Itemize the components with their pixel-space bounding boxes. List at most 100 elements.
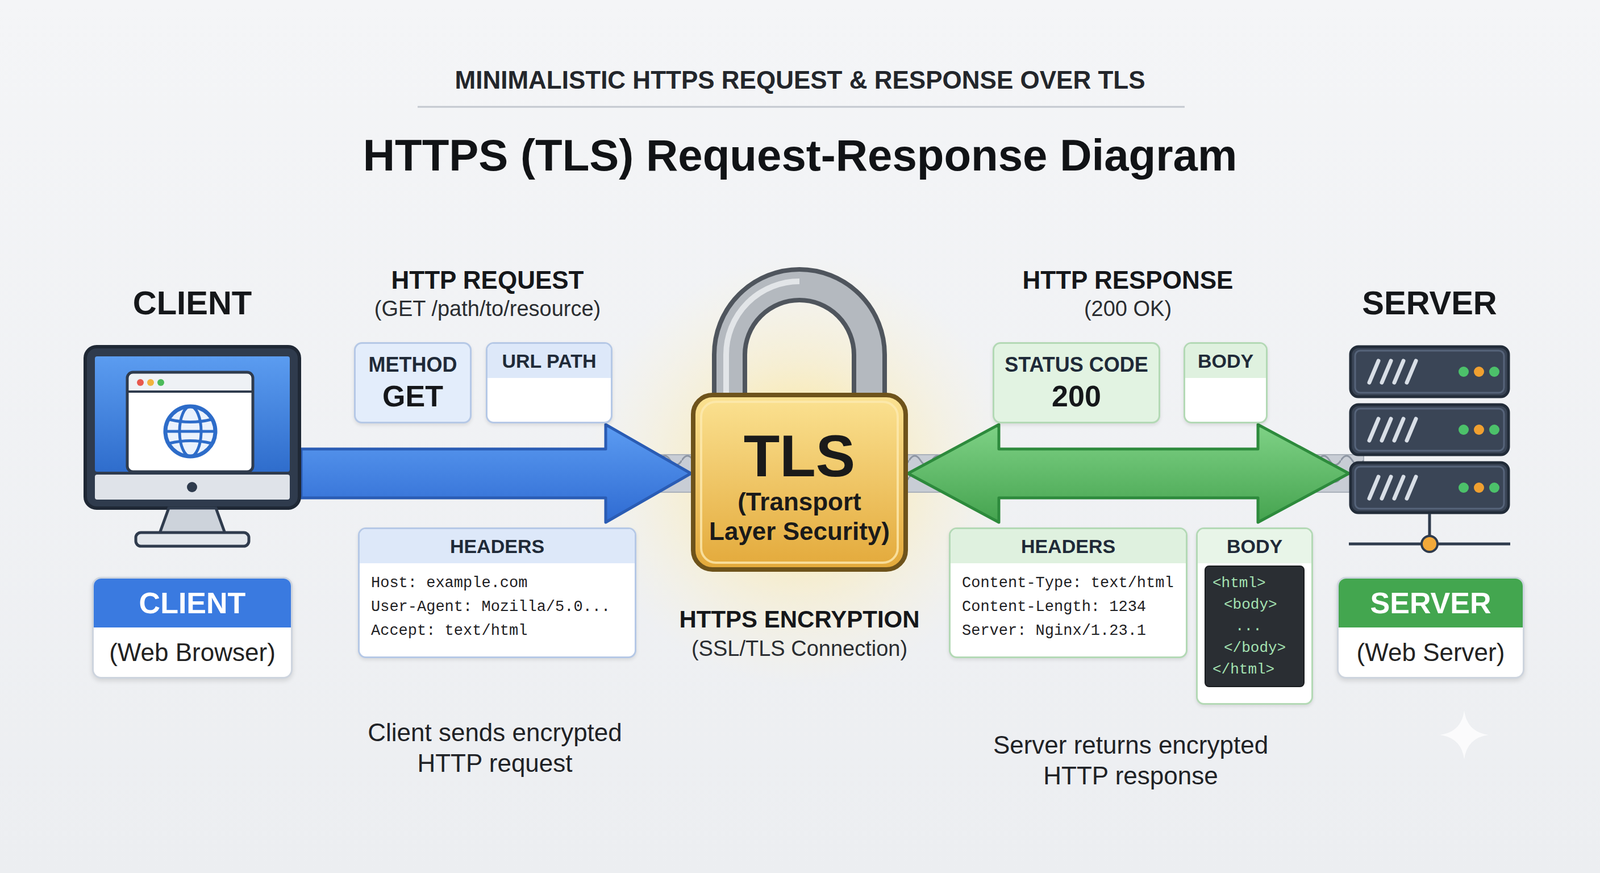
server-led [1489, 424, 1500, 435]
field-name: STATUS CODE [1004, 352, 1149, 377]
badge-title: SERVER [1370, 585, 1492, 620]
monitor-dot [186, 481, 198, 493]
caption-label: (200 OK) [957, 296, 1299, 322]
card-title: HEADERS [450, 535, 545, 558]
server-led [1458, 424, 1469, 435]
card-header: HEADERS [359, 528, 635, 564]
card-body [487, 377, 611, 394]
node-pic: SERVER [1348, 344, 1511, 557]
code-line: <html> [1212, 572, 1297, 594]
server-led [1473, 424, 1485, 435]
server-vent [1369, 360, 1379, 383]
server-unit [1350, 346, 1509, 397]
server-led [1489, 366, 1500, 377]
code-line: </html> [1212, 658, 1297, 681]
badge-subtitle: (Web Browser) [109, 638, 276, 667]
field-name: METHOD [368, 352, 458, 377]
card-title: HEADERS [1021, 535, 1116, 558]
node-badge: CLIENT(Web Browser) [92, 576, 293, 679]
server-vent [1381, 418, 1391, 441]
server-vent [1406, 418, 1416, 441]
server-vent [1406, 476, 1416, 499]
browser-dot [157, 378, 165, 386]
badge-subtitle: (Web Server) [1356, 638, 1506, 667]
network-node [1421, 535, 1438, 552]
code-line: <body> [1212, 593, 1297, 616]
server-unit [1350, 462, 1509, 513]
node-pill: STATUS CODE200 [992, 342, 1161, 424]
server-vent [1369, 418, 1379, 441]
lock-body-rim [701, 401, 898, 563]
flow-arrow [301, 424, 691, 523]
caption-label: HTTPS ENCRYPTION [628, 605, 970, 633]
node-heading: CLIENT [49, 283, 336, 322]
lock-body [693, 394, 906, 570]
server-vent [1394, 360, 1404, 383]
badge-body: (Web Server) [1338, 627, 1523, 677]
sparkle-mark [1439, 710, 1489, 760]
server-vent [1394, 476, 1404, 499]
code-block: <html><body>...</body></html> [1204, 565, 1305, 687]
caption-label: Server returns encrypted HTTP response [977, 729, 1285, 791]
header-line: Content-Length: 1234 [961, 594, 1175, 619]
header-line: User-Agent: Mozilla/5.0... [371, 594, 624, 619]
header-line: Host: example.com [371, 571, 624, 595]
monitor-frame [85, 346, 300, 508]
server-unit-edge [1355, 408, 1504, 451]
node-heading: SERVER [1314, 283, 1545, 322]
server-vent [1394, 418, 1404, 441]
node-illustration [83, 344, 302, 550]
diagram-title: HTTPS (TLS) Request-Response Diagram [175, 129, 1425, 182]
badge-body: (Web Browser) [93, 627, 291, 677]
card-title: BODY [1226, 535, 1283, 558]
caption-label: (GET /path/to/resource) [317, 296, 658, 322]
browser-window [127, 372, 253, 472]
node-card: HEADERS Content-Type: text/htmlContent-Le… [948, 527, 1188, 658]
card-body: Host: example.comUser-Agent: Mozilla/5.0… [359, 563, 635, 651]
caption-label: HTTP RESPONSE [957, 265, 1299, 295]
card-title: BODY [1197, 350, 1254, 373]
lock-text-group: TLS(Transport Layer Security) [690, 392, 908, 572]
caption-label: Client sends encrypted HTTP request [352, 717, 637, 779]
server-unit-edge [1355, 350, 1504, 393]
node-card: BODY [1183, 342, 1268, 424]
node-lock: TLS(Transport Layer Security) [690, 392, 908, 572]
server-vent [1406, 360, 1416, 383]
header-line: Server: Nginx/1.23.1 [961, 618, 1175, 643]
card-header: HEADERS [950, 528, 1186, 564]
browser-dot [147, 378, 154, 386]
browser-bar-rule [128, 390, 252, 393]
node-card: URL PATH [485, 342, 613, 424]
server-led [1473, 366, 1485, 377]
caption-label: (SSL/TLS Connection) [628, 636, 970, 661]
card-title: URL PATH [501, 350, 597, 373]
monitor-stand [159, 507, 226, 535]
server-vent [1369, 476, 1379, 499]
server-unit-edge [1355, 466, 1504, 509]
server-led [1458, 366, 1469, 377]
server-unit [1350, 404, 1509, 455]
server-led [1473, 482, 1485, 493]
card-body: Content-Type: text/htmlContent-Length: 1… [950, 563, 1186, 651]
card-header: BODY [1197, 528, 1312, 564]
card-header: BODY [1185, 343, 1266, 378]
globe-equator [165, 430, 216, 433]
browser-dot [136, 378, 144, 386]
node-badge: SERVER (Web Server) [1336, 576, 1525, 679]
node-illustration [1348, 344, 1511, 557]
monitor-screen [94, 356, 290, 472]
header-line: Accept: text/html [371, 618, 624, 643]
code-line: </body> [1212, 636, 1297, 659]
server-vent [1381, 476, 1391, 499]
node-code: BODY <html><body>...</body></html> [1196, 527, 1314, 705]
globe-icon [165, 406, 216, 457]
monitor-chin [94, 474, 290, 500]
server-vent [1381, 360, 1391, 383]
code-line: ... [1212, 615, 1297, 637]
flow-arrow [907, 424, 1349, 523]
node-pic: CLIENT [83, 344, 302, 550]
server-led [1458, 482, 1469, 493]
badge-header: SERVER [1338, 578, 1523, 628]
lock-subtitle: (Transport Layer Security) [701, 486, 898, 547]
